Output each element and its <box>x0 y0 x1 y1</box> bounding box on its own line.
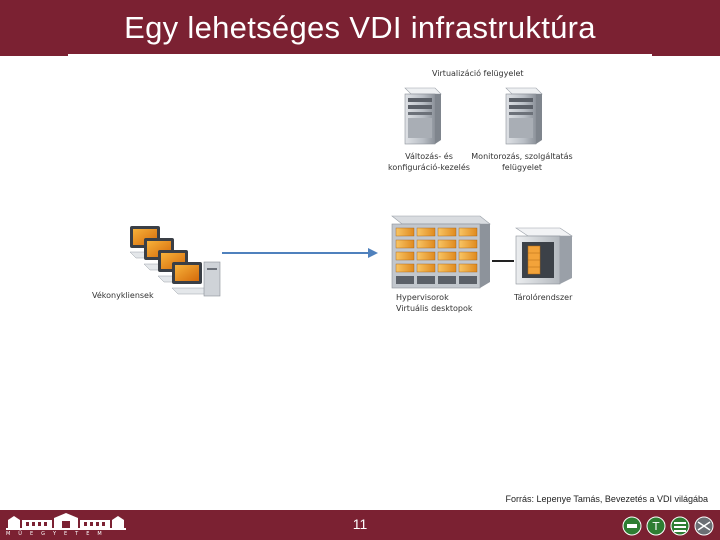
management-group-label: Virtualizáció felügyelet <box>432 69 524 78</box>
university-building-logo <box>6 513 126 530</box>
config-server-label: Változás- és konfiguráció-kezelés <box>388 152 470 172</box>
slide-number: 11 <box>352 516 368 532</box>
storage-system-icon <box>515 227 573 285</box>
slide-title: Egy lehetséges VDI infrastruktúra <box>124 10 596 45</box>
source-citation: Forrás: Lepenye Tamás, Bevezetés a VDI v… <box>505 494 708 504</box>
storage-label: Tárolórendszer <box>514 293 573 302</box>
svg-text:T: T <box>652 520 660 533</box>
hypervisor-rack-icon <box>391 215 491 289</box>
monitoring-server-label: Monitorozás, szolgáltatás felügyelet <box>471 152 573 172</box>
hypervisor-label: Hypervisorok Virtuális desktopok <box>396 293 473 313</box>
config-server-icon <box>404 87 442 145</box>
title-underline <box>68 54 652 56</box>
thin-clients-label: Vékonykliensek <box>92 291 154 300</box>
title-bar <box>0 0 720 56</box>
faculty-emblems-icon: T <box>622 516 714 536</box>
connection-arrow <box>222 248 378 258</box>
storage-link <box>492 260 514 262</box>
logo-lettering: M Ű E G Y E T E M <box>6 531 105 537</box>
thin-clients-icon <box>129 226 221 297</box>
monitoring-server-icon <box>505 87 543 145</box>
